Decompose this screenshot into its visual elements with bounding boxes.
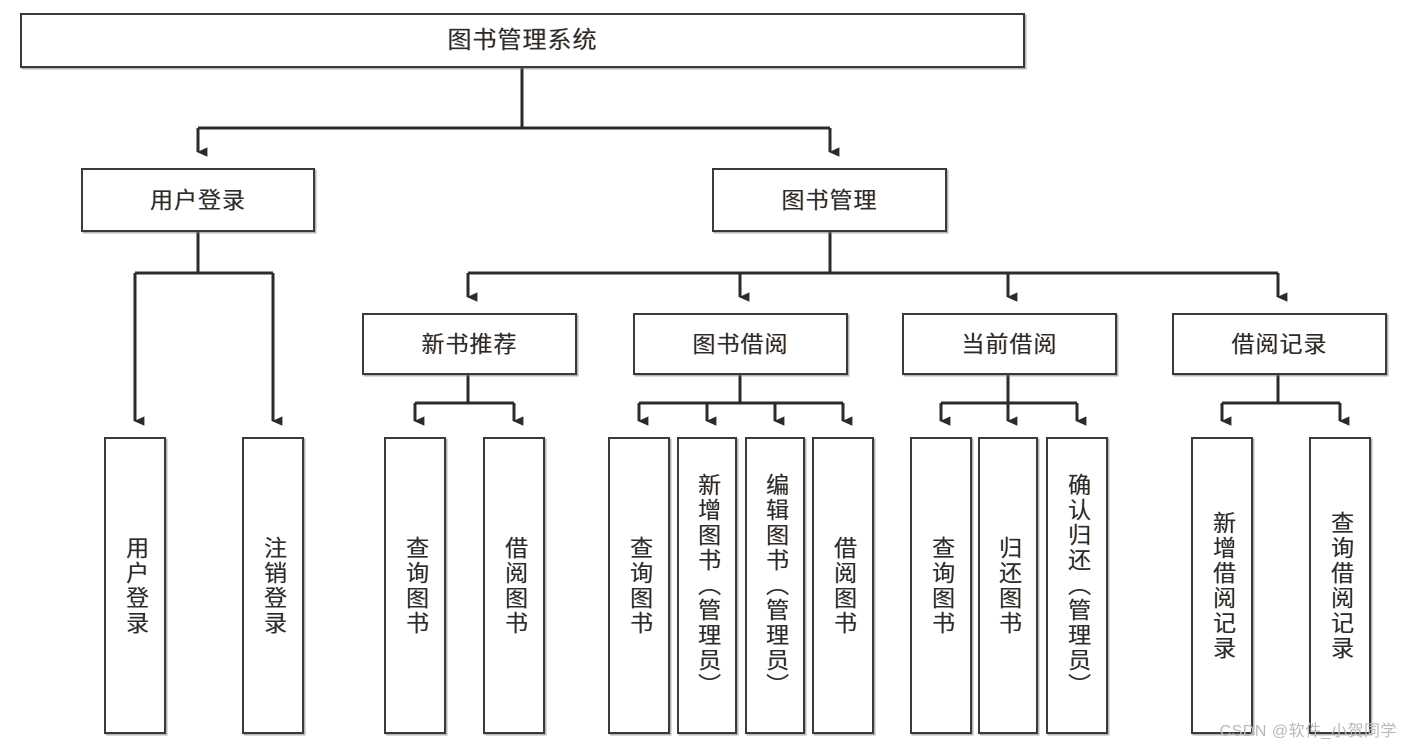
node-label: 借阅记录	[1231, 330, 1328, 357]
node-label: 图书管理	[781, 186, 878, 213]
node-label: 图书管理系统	[447, 26, 598, 54]
leaf-query-book-recommend[interactable]: 查询图书	[384, 437, 446, 734]
node-root-system[interactable]: 图书管理系统	[20, 13, 1025, 68]
leaf-borrow-book[interactable]: 借阅图书	[812, 437, 874, 734]
node-label: 查询图书	[402, 535, 429, 636]
leaf-add-borrow-record[interactable]: 新增借阅记录	[1191, 437, 1253, 734]
leaf-query-book-current[interactable]: 查询图书	[910, 437, 972, 734]
leaf-borrow-book-recommend[interactable]: 借阅图书	[483, 437, 545, 734]
node-label: 借阅图书	[830, 535, 857, 636]
leaf-logout-login[interactable]: 注销登录	[242, 437, 304, 734]
node-label: 借阅图书	[501, 535, 528, 636]
node-book-manage[interactable]: 图书管理	[712, 168, 947, 232]
node-label: 用户登录	[122, 535, 149, 636]
node-label: 用户登录	[150, 186, 246, 213]
node-label: 新增图书（管理员）	[694, 473, 721, 698]
leaf-edit-book[interactable]: 编辑图书（管理员）	[745, 437, 805, 734]
leaf-query-book-borrow[interactable]: 查询图书	[608, 437, 670, 734]
leaf-add-book[interactable]: 新增图书（管理员）	[677, 437, 737, 734]
node-book-borrow[interactable]: 图书借阅	[633, 313, 848, 375]
node-label: 新增借阅记录	[1209, 510, 1236, 661]
node-user-login[interactable]: 用户登录	[81, 168, 315, 232]
node-label: 查询图书	[928, 535, 955, 636]
leaf-return-book[interactable]: 归还图书	[978, 437, 1038, 734]
leaf-confirm-return[interactable]: 确认归还（管理员）	[1046, 437, 1108, 734]
leaf-query-borrow-record[interactable]: 查询借阅记录	[1309, 437, 1371, 734]
node-label: 归还图书	[995, 535, 1022, 636]
node-borrow-record[interactable]: 借阅记录	[1172, 313, 1387, 375]
node-label: 注销登录	[260, 535, 287, 636]
leaf-user-login[interactable]: 用户登录	[104, 437, 166, 734]
node-current-borrow[interactable]: 当前借阅	[902, 313, 1117, 375]
node-new-book-recommend[interactable]: 新书推荐	[362, 313, 577, 375]
node-label: 确认归还（管理员）	[1064, 473, 1091, 698]
node-label: 当前借阅	[961, 330, 1058, 357]
node-label: 查询图书	[626, 535, 653, 636]
node-label: 图书借阅	[692, 330, 789, 357]
node-label: 查询借阅记录	[1327, 510, 1354, 661]
node-label: 编辑图书（管理员）	[762, 473, 789, 698]
node-label: 新书推荐	[421, 330, 518, 357]
